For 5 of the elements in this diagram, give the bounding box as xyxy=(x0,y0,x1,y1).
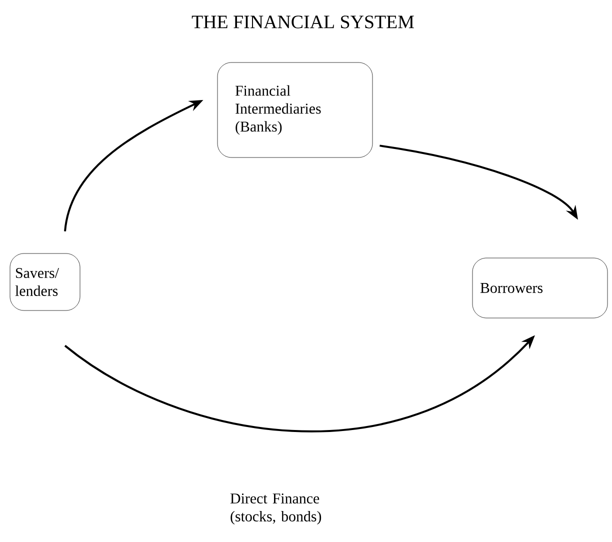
box: Financial Intermediaries (Banks) xyxy=(217,62,373,158)
edge-label: Direct Finance (stocks, bonds) xyxy=(230,494,322,524)
box: Savers/ lenders xyxy=(10,253,80,311)
title: THE FINANCIAL SYSTEM xyxy=(192,16,414,28)
box: Borrowers xyxy=(472,258,608,318)
